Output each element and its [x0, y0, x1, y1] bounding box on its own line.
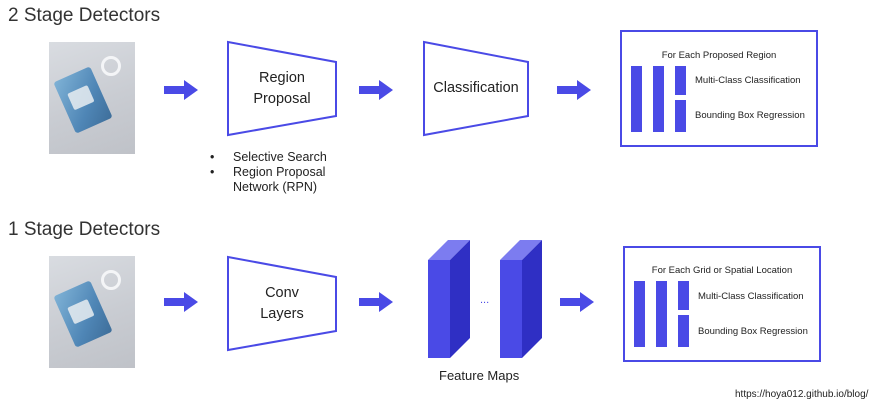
class-bar — [656, 281, 667, 347]
conv-line1: Conv — [265, 285, 299, 301]
arrow-icon — [164, 80, 198, 100]
bullet-dot: • — [210, 150, 215, 164]
conv-layers-trapezoid — [227, 255, 337, 352]
conv-layers-label: Conv Layers — [226, 283, 338, 325]
multi-class-label: Multi-Class Classification — [698, 291, 804, 302]
region-proposal-line2: Proposal — [253, 91, 311, 107]
class-bar — [631, 66, 642, 132]
feature-map-block — [500, 240, 542, 358]
snack-package — [53, 280, 113, 348]
bullet-item: • Selective Search — [210, 150, 327, 165]
one-stage-output-box: For Each Grid or Spatial Location Multi-… — [623, 246, 821, 362]
bbox-regression-label: Bounding Box Regression — [695, 110, 805, 121]
bullet-text: Network (RPN) — [233, 180, 318, 194]
bullet-item: • Region Proposal — [210, 165, 327, 180]
arrow-icon — [560, 292, 594, 312]
classification-trapezoid — [423, 40, 529, 137]
arrow-icon — [164, 292, 198, 312]
class-bar — [675, 66, 686, 95]
ring-object — [101, 270, 121, 290]
conv-line2: Layers — [260, 306, 304, 322]
snack-package — [53, 66, 113, 134]
multi-class-label: Multi-Class Classification — [695, 75, 801, 86]
input-image-one-stage — [49, 256, 135, 368]
classification-label: Classification — [433, 80, 519, 96]
feature-maps-label: Feature Maps — [439, 368, 520, 383]
region-proposal-trapezoid — [227, 40, 337, 137]
bullet-item: Network (RPN) — [210, 180, 327, 195]
bullet-text: Selective Search — [233, 150, 327, 164]
input-image-two-stage — [49, 42, 135, 154]
two-stage-output-box: For Each Proposed Region Multi-Class Cla… — [620, 30, 818, 147]
bbox-bar — [675, 100, 686, 132]
class-bar — [634, 281, 645, 347]
bullet-dot: • — [210, 165, 215, 179]
bbox-regression-label: Bounding Box Regression — [698, 326, 808, 337]
two-stage-title: 2 Stage Detectors — [8, 5, 161, 26]
bullet-text: Region Proposal — [233, 165, 326, 179]
arrow-icon — [359, 292, 393, 312]
ring-object — [101, 56, 121, 76]
output-header: For Each Grid or Spatial Location — [651, 265, 793, 276]
region-proposal-methods: • Selective Search • Region Proposal Net… — [210, 150, 327, 195]
one-stage-title: 1 Stage Detectors — [8, 219, 161, 240]
bbox-bar — [678, 315, 689, 347]
region-proposal-label: Region Proposal — [226, 68, 338, 110]
feature-map-block — [428, 240, 470, 358]
class-bar — [653, 66, 664, 132]
arrow-icon — [359, 80, 393, 100]
class-bar — [678, 281, 689, 310]
arrow-icon — [557, 80, 591, 100]
feature-maps-ellipsis: ... — [480, 294, 490, 306]
region-proposal-line1: Region — [259, 70, 305, 86]
source-url: https://hoya012.github.io/blog/ — [735, 389, 869, 400]
output-header: For Each Proposed Region — [661, 50, 777, 61]
